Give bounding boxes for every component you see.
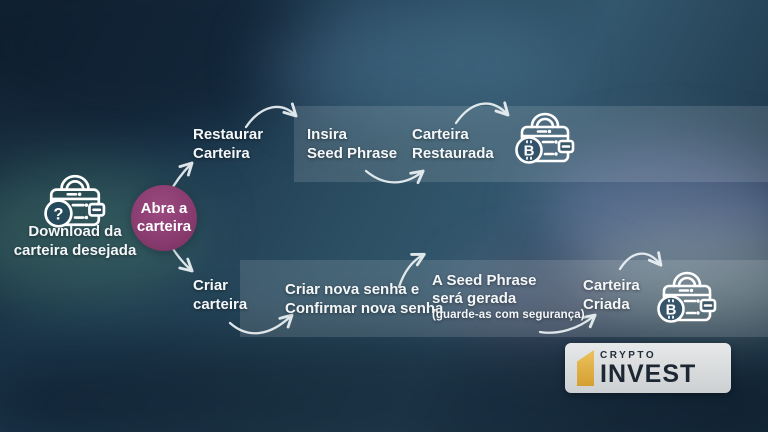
wallet-created-bitcoin-icon: B <box>657 271 717 323</box>
logo-gold-bar-icon <box>577 350 594 386</box>
create-step-2-line2: Confirmar nova senha <box>285 300 444 317</box>
start-label: Download da carteira desejada <box>8 222 142 260</box>
restore-step-1: Restaurar Carteira <box>193 125 263 163</box>
decision-line2: carteira <box>136 218 192 235</box>
restore-step-2-line1: Insira <box>307 126 348 143</box>
create-row-band <box>240 260 768 337</box>
crypto-invest-logo: CRYPTO INVEST <box>565 343 731 393</box>
restore-step-1-line2: Carteira <box>193 145 250 162</box>
wallet-restored-bitcoin-icon: B <box>515 112 575 164</box>
restore-step-1-line1: Restaurar <box>193 126 264 143</box>
start-label-line1: Download da <box>28 223 122 240</box>
background-blob <box>260 5 560 120</box>
arrow-restore-1-2 <box>244 102 298 129</box>
restore-step-3-line2: Restaurada <box>412 145 494 162</box>
create-step-3-line2: será gerada <box>432 290 517 307</box>
create-step-1-line1: Criar <box>193 277 229 294</box>
logo-text-invest: INVEST <box>600 359 697 388</box>
restore-step-2: Insira Seed Phrase <box>307 125 397 163</box>
bitcoin-badge-glyph: B <box>666 302 677 319</box>
decision-line1: Abra a <box>140 200 188 217</box>
create-step-2: Criar nova senha e Confirmar nova senha <box>285 280 443 318</box>
bitcoin-badge-glyph: B <box>524 143 535 160</box>
question-badge-glyph: ? <box>53 205 63 224</box>
wallet-question-icon: ? <box>44 174 106 228</box>
create-step-3: A Seed Phrase será gerada (guarde-as com… <box>432 272 585 323</box>
restore-step-2-line2: Seed Phrase <box>307 145 398 162</box>
restore-step-3-line1: Carteira <box>412 126 469 143</box>
background-blob <box>0 0 330 140</box>
decision-open-wallet: Abra a carteira <box>131 185 197 251</box>
create-step-3-note: (guarde-as com segurança) <box>432 309 585 321</box>
create-step-4-line2: Criada <box>583 296 630 313</box>
restore-step-3: Carteira Restaurada <box>412 125 494 163</box>
create-step-3-line1: A Seed Phrase <box>432 272 537 289</box>
create-step-4-line1: Carteira <box>583 277 640 294</box>
start-label-line2: carteira desejada <box>13 242 137 259</box>
create-step-1: Criar carteira <box>193 276 247 314</box>
create-step-2-line1: Criar nova senha e <box>285 281 420 298</box>
logo-text-crypto: CRYPTO <box>600 349 657 361</box>
create-step-1-line2: carteira <box>193 296 248 313</box>
create-step-4: Carteira Criada <box>583 276 640 314</box>
